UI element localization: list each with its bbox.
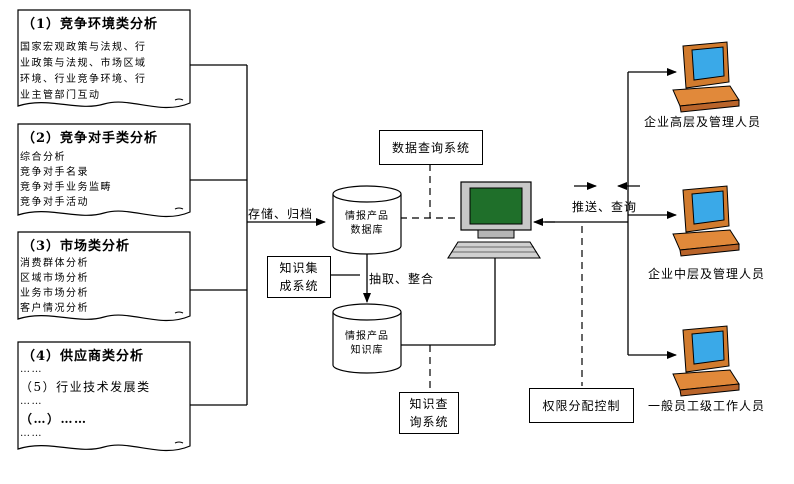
doc-line: …… — [20, 396, 43, 407]
doc-line: 客户情况分析 — [20, 303, 89, 314]
senior-management-label: 企业高层及管理人员 — [644, 115, 762, 129]
doc-supplier-analysis: （4）供应商类分析 …… （5）行业技术发展类 …… （…）…… …… — [18, 344, 190, 448]
doc-curl-2 — [174, 207, 184, 210]
doc-title: （4）供应商类分析 — [22, 349, 145, 364]
doc-line: 业政策与法规、市场区域 — [20, 58, 147, 69]
doc-line: 业务市场分析 — [20, 288, 89, 299]
doc-competitive-environment: （1）竞争环境类分析 国家宏观政策与法规、行 业政策与法规、市场区域 环境、行业… — [18, 12, 190, 108]
doc-shape-2 — [17, 123, 191, 218]
central-computer — [447, 181, 541, 259]
doc-title: （3）市场类分析 — [22, 239, 131, 254]
doc-title: （1）竞争环境类分析 — [22, 17, 159, 32]
doc-shape-1 — [17, 9, 191, 109]
doc-shape-3 — [17, 231, 191, 322]
doc-line: 环境、行业竞争环境、行 — [20, 74, 147, 85]
doc-line: 业主管部门互动 — [20, 90, 101, 101]
data-query-system-box: 数据查询系统 — [379, 130, 483, 165]
general-staff-label: 一般员工级工作人员 — [648, 399, 766, 413]
permission-control-box: 权限分配控制 — [529, 388, 634, 423]
middle-management-label: 企业中层及管理人员 — [648, 267, 766, 281]
database-label: 情报产品数据库 — [345, 211, 389, 236]
doc-line: 竞争对手名录 — [20, 167, 89, 178]
knowledge-integration-system-box: 知识集成系统 — [267, 256, 331, 298]
knowledge-query-system-box: 知识查询系统 — [399, 392, 459, 434]
doc-line: 竞争对手业务监畴 — [20, 182, 112, 193]
database-cylinder-1 — [332, 185, 402, 255]
doc-line: …… — [20, 428, 43, 439]
doc-competitor-analysis: （2）竞争对手类分析 综合分析 竞争对手名录 竞争对手业务监畴 竞争对手活动 — [18, 126, 190, 216]
doc-line: 区域市场分析 — [20, 273, 89, 284]
user-computer-general — [672, 325, 740, 397]
doc-shape-4 — [17, 341, 191, 452]
doc-line: 消费群体分析 — [20, 258, 89, 269]
doc-title: （2）竞争对手类分析 — [22, 131, 159, 146]
doc-curl-1 — [174, 98, 184, 101]
doc-line: …… — [20, 364, 43, 375]
knowledge-base-label: 情报产品知识库 — [345, 331, 389, 356]
doc-line: 竞争对手活动 — [20, 197, 89, 208]
user-computer-middle — [672, 185, 740, 257]
database-cylinder-2 — [332, 303, 402, 374]
user-computer-senior — [672, 41, 740, 113]
doc-line: （…）…… — [20, 412, 88, 426]
doc-curl-4 — [174, 441, 184, 444]
doc-curl-3 — [174, 311, 184, 314]
extract-integrate-label: 抽取、整合 — [369, 272, 435, 286]
doc-market-analysis: （3）市场类分析 消费群体分析 区域市场分析 业务市场分析 客户情况分析 — [18, 234, 190, 322]
doc-line: 综合分析 — [20, 152, 66, 163]
doc-line: （5）行业技术发展类 — [20, 380, 151, 394]
store-archive-label: 存储、归档 — [248, 207, 314, 221]
doc-line: 国家宏观政策与法规、行 — [20, 42, 147, 53]
push-query-label: 推送、查询 — [572, 200, 638, 214]
